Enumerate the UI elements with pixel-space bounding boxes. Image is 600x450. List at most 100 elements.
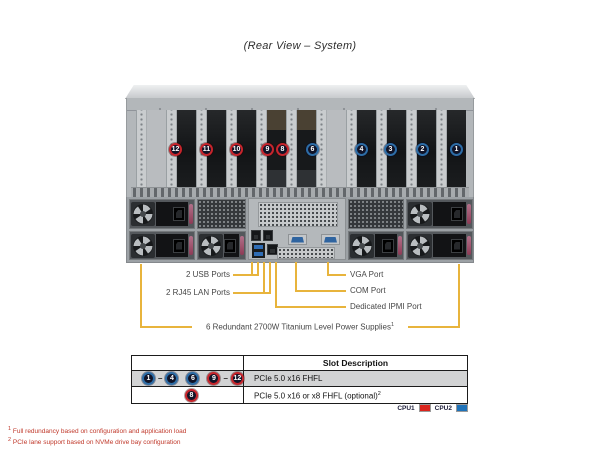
io-vent-grille [258, 202, 338, 227]
callout-line-vga [327, 274, 346, 276]
motherboard-io-panel [248, 198, 346, 260]
psu-unit [129, 199, 195, 229]
label-vga-port: VGA Port [350, 270, 384, 279]
psu-unit [406, 231, 473, 260]
range-dash: – [223, 373, 228, 383]
callout-line-psu [140, 326, 192, 328]
footnotes: 1 Full redundancy based on configuration… [8, 426, 186, 447]
callout-line-psu [408, 326, 460, 328]
table-badge-9: 9 [207, 372, 221, 385]
label-com-port: COM Port [350, 286, 386, 295]
psu-release-lever [189, 235, 193, 256]
callout-line-vga [327, 262, 329, 276]
cpu-legend: CPU1 CPU2 [397, 404, 468, 412]
power-inlet [451, 207, 463, 221]
callout-line-ipmi [275, 262, 277, 308]
slot-description-text: PCIe 5.0 x16 or x8 FHFL (optional)2 [254, 391, 381, 401]
callout-line-psu [458, 264, 460, 328]
slot-description-text: PCIe 5.0 x16 FHFL [254, 374, 323, 383]
chassis-lid [125, 85, 475, 99]
footnote-ref-1: 1 [390, 322, 395, 328]
label-lan-ports: 2 RJ45 LAN Ports [165, 288, 230, 297]
psu-release-lever [398, 235, 402, 256]
pcie-slot-blank [316, 110, 346, 187]
label-ipmi-port: Dedicated IPMI Port [350, 302, 422, 311]
power-inlet [451, 238, 463, 253]
slot-badge-8: 8 [276, 143, 289, 156]
rj45-lan-port-1 [251, 230, 261, 241]
callout-line-usb [251, 262, 253, 276]
slot-badge-1: 1 [450, 143, 463, 156]
slot-badge-6: 6 [306, 143, 319, 156]
vga-port-connector [321, 234, 340, 245]
header-description-cell: Slot Description [322, 358, 389, 368]
com-port-connector [288, 234, 307, 245]
callout-line-usb [233, 274, 259, 276]
slot-badge-3: 3 [384, 143, 397, 156]
cpu2-color-swatch [456, 404, 468, 412]
table-badge-6: 6 [186, 372, 200, 385]
callout-line-psu [140, 264, 142, 328]
table-badge-1: 1 [142, 372, 155, 385]
page-title: (Rear View – System) [243, 40, 357, 52]
callout-line-ipmi [275, 306, 346, 308]
slot-badge-group: 1 – 4 6 9 – 12 [132, 371, 244, 386]
slot-badge-2: 2 [416, 143, 429, 156]
pcie-slot-blank [136, 110, 166, 187]
rj45-lan-port-2 [263, 230, 273, 241]
header-slot-cell [132, 356, 244, 370]
cpu1-color-swatch [418, 404, 431, 412]
footnote-ref-2: 2 [377, 391, 381, 397]
label-power-supplies: 6 Redundant 2700W Titanium Level Power S… [205, 322, 395, 332]
power-inlet [173, 207, 185, 221]
psu-unit [348, 231, 404, 260]
callout-line-lan [269, 262, 271, 294]
fan-icon [408, 202, 432, 226]
fan-icon [408, 233, 432, 258]
callout-line-usb [257, 262, 259, 276]
callout-line-lan [233, 292, 271, 294]
slot-badge-4: 4 [355, 143, 368, 156]
table-badge-4: 4 [165, 372, 179, 385]
table-row: 1 – 4 6 9 – 12 PCIe 5.0 x16 FHFL [132, 371, 467, 387]
psu-release-lever [467, 203, 471, 225]
legend-cpu1-label: CPU1 [397, 404, 415, 412]
power-inlet [224, 238, 236, 253]
table-badge-8: 8 [185, 388, 198, 402]
footnote-1: 1 Full redundancy based on configuration… [8, 426, 187, 436]
slot-badge-11: 11 [200, 143, 213, 156]
psu-unit [406, 199, 473, 229]
slot-badge-9: 9 [261, 143, 274, 156]
fan-icon [350, 233, 374, 258]
usb-ports [252, 243, 265, 258]
callout-line-com [295, 290, 346, 292]
table-row: 8 PCIe 5.0 x16 or x8 FHFL (optional)2 [132, 387, 467, 403]
fan-icon [131, 233, 155, 258]
callout-line-lan [263, 262, 265, 294]
range-dash: – [158, 373, 163, 383]
psu-release-lever [240, 235, 244, 256]
footnote-2: 2 PCIe lane support based on NVMe drive … [8, 436, 181, 446]
psu-release-lever [189, 203, 193, 225]
psu-unit [197, 231, 246, 260]
slot-badge-group: 8 [132, 387, 243, 403]
power-inlet [173, 238, 185, 253]
power-inlet [382, 238, 394, 253]
slot-badge-10: 10 [230, 143, 243, 156]
slot-badge-12: 12 [169, 143, 182, 156]
psu-release-lever [467, 235, 471, 256]
slot-description-table: Slot Description 1 – 4 6 9 – 12 PCIe 5.0… [131, 355, 468, 404]
vent-grille [197, 199, 246, 229]
table-header-row: Slot Description [132, 356, 467, 371]
power-supply-section [126, 197, 474, 263]
cage-bottom-vents [131, 187, 469, 197]
table-badge-12: 12 [230, 372, 244, 385]
psu-unit [129, 231, 195, 260]
fan-icon [199, 233, 223, 258]
callout-line-com [295, 262, 297, 292]
vent-grille [348, 199, 404, 229]
server-rear-illustration: 12 11 10 9 8 6 4 3 2 1 [125, 85, 475, 266]
legend-cpu2-label: CPU2 [434, 404, 452, 412]
io-vent-grille [277, 247, 335, 259]
